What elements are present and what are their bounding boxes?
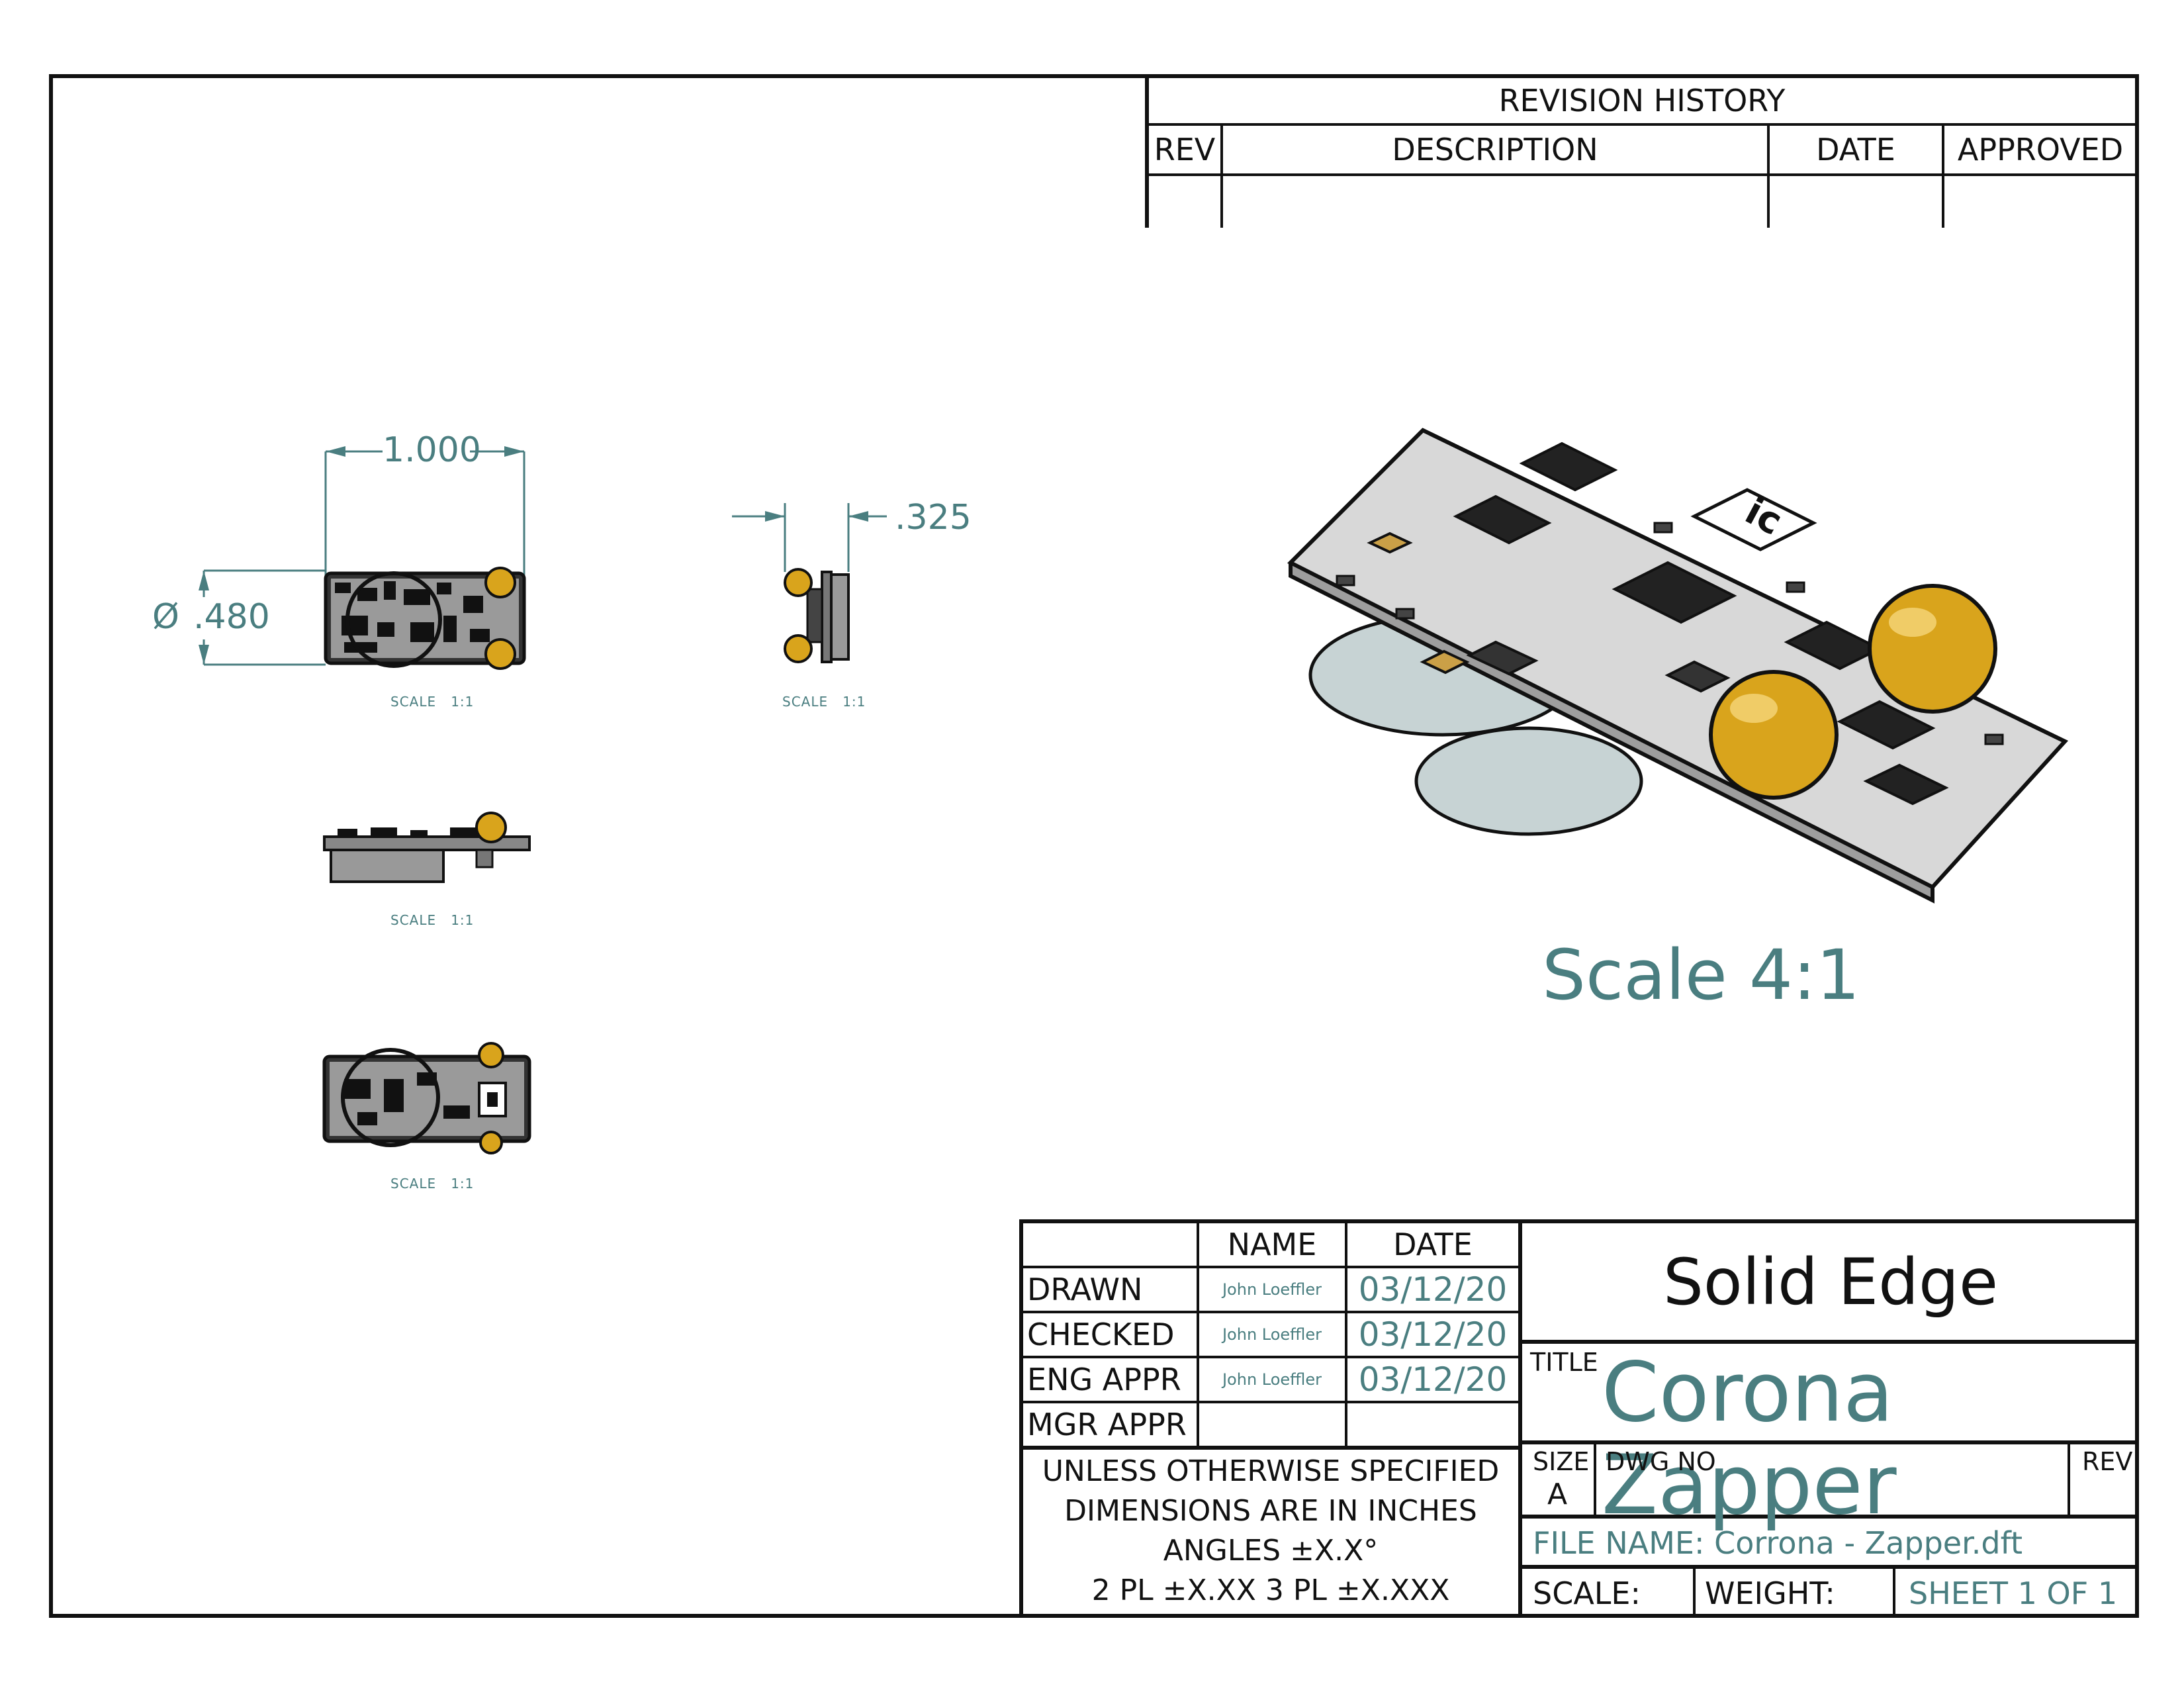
tb-header-date: DATE — [1393, 1227, 1473, 1262]
drawing-border — [49, 74, 2139, 1618]
tb-row-line-3 — [1019, 1356, 1518, 1358]
rev-col-description: DESCRIPTION — [1392, 132, 1598, 167]
tb-rev-label: REV — [2082, 1447, 2133, 1476]
tb-date-drawn: 03/12/20 — [1358, 1270, 1508, 1309]
tb-dwg-no-label: DWG NO — [1606, 1447, 1716, 1476]
tb-header-name: NAME — [1227, 1227, 1317, 1262]
tb-middle-border — [1518, 1219, 1522, 1618]
rev-col-1 — [1220, 123, 1223, 228]
tb-role-drawn: DRAWN — [1027, 1272, 1143, 1307]
scale-label-front: SCALE 1:1 — [390, 912, 475, 928]
tb-title-label: TITLE — [1530, 1348, 1598, 1377]
tb-date-eng-appr: 03/12/20 — [1358, 1360, 1508, 1399]
tb-top-border — [1019, 1219, 2139, 1223]
tb-row-line-1 — [1019, 1266, 1518, 1268]
tb-date-checked: 03/12/20 — [1358, 1315, 1508, 1354]
tb-weight-divider — [1893, 1568, 1895, 1618]
tb-rev-divider — [2068, 1443, 2070, 1515]
tb-left-border — [1019, 1219, 1023, 1618]
tb-right-line-3 — [1518, 1515, 2139, 1519]
tb-row-line-4 — [1019, 1401, 1518, 1403]
tb-file-name: FILE NAME: Corrona - Zapper.dft — [1533, 1525, 2023, 1561]
rev-col-3 — [1942, 123, 1944, 228]
tb-row-line-5 — [1019, 1446, 1518, 1450]
tb-col-line-2 — [1345, 1219, 1347, 1446]
rev-divider-1 — [1145, 123, 2139, 126]
tb-right-line-1 — [1518, 1340, 2139, 1344]
tb-scale-divider — [1693, 1568, 1696, 1618]
rev-title: REVISION HISTORY — [1498, 83, 1786, 118]
rev-col-rev: REV — [1154, 132, 1216, 167]
tb-note-4: 2 PL ±X.XX 3 PL ±X.XXX — [1091, 1573, 1450, 1607]
tb-size-value: A — [1547, 1477, 1568, 1511]
tb-weight-label: WEIGHT: — [1705, 1575, 1835, 1611]
tb-right-line-4 — [1518, 1565, 2139, 1569]
dim-thickness: .325 — [895, 498, 972, 538]
tb-scale-label: SCALE: — [1533, 1575, 1641, 1611]
tb-sheet: SHEET 1 OF 1 — [1909, 1575, 2118, 1611]
tb-size-label: SIZE — [1533, 1447, 1590, 1476]
tb-note-1: UNLESS OTHERWISE SPECIFIED — [1042, 1454, 1500, 1488]
tb-note-2: DIMENSIONS ARE IN INCHES — [1064, 1493, 1477, 1528]
rev-divider-2 — [1145, 173, 2139, 176]
tb-role-checked: CHECKED — [1027, 1317, 1175, 1352]
rev-col-2 — [1767, 123, 1770, 228]
tb-name-eng-appr: John Loeffler — [1222, 1370, 1322, 1389]
dim-diameter-symbol: Ø — [152, 597, 179, 637]
scale-label-side: SCALE 1:1 — [782, 694, 866, 710]
tb-note-3: ANGLES ±X.X° — [1163, 1533, 1379, 1568]
tb-role-mgr-appr: MGR APPR — [1027, 1407, 1187, 1442]
bottom-view — [322, 1042, 531, 1154]
isometric-scale-label: Scale 4:1 — [1542, 935, 1860, 1015]
dim-width: 1.000 — [383, 430, 481, 470]
front-view — [323, 812, 531, 883]
scale-label-bottom: SCALE 1:1 — [390, 1176, 475, 1192]
tb-company: Solid Edge — [1662, 1245, 1999, 1319]
side-view — [732, 503, 887, 663]
tb-row-line-2 — [1019, 1311, 1518, 1313]
top-view — [199, 446, 526, 670]
tb-name-checked: John Loeffler — [1222, 1325, 1322, 1344]
tb-role-eng-appr: ENG APPR — [1027, 1362, 1181, 1397]
tb-col-line-1 — [1197, 1219, 1199, 1446]
rev-col-approved: APPROVED — [1957, 132, 2124, 167]
rev-left-border — [1145, 74, 1149, 228]
isometric-view: ic — [1287, 428, 2068, 904]
rev-col-date: DATE — [1816, 132, 1895, 167]
tb-right-line-2 — [1518, 1440, 2139, 1444]
dim-diameter: .480 — [193, 597, 270, 637]
tb-title: Corona Zapper — [1602, 1345, 1897, 1533]
tb-size-divider — [1594, 1443, 1596, 1515]
scale-label-top: SCALE 1:1 — [390, 694, 475, 710]
tb-name-drawn: John Loeffler — [1222, 1280, 1322, 1299]
